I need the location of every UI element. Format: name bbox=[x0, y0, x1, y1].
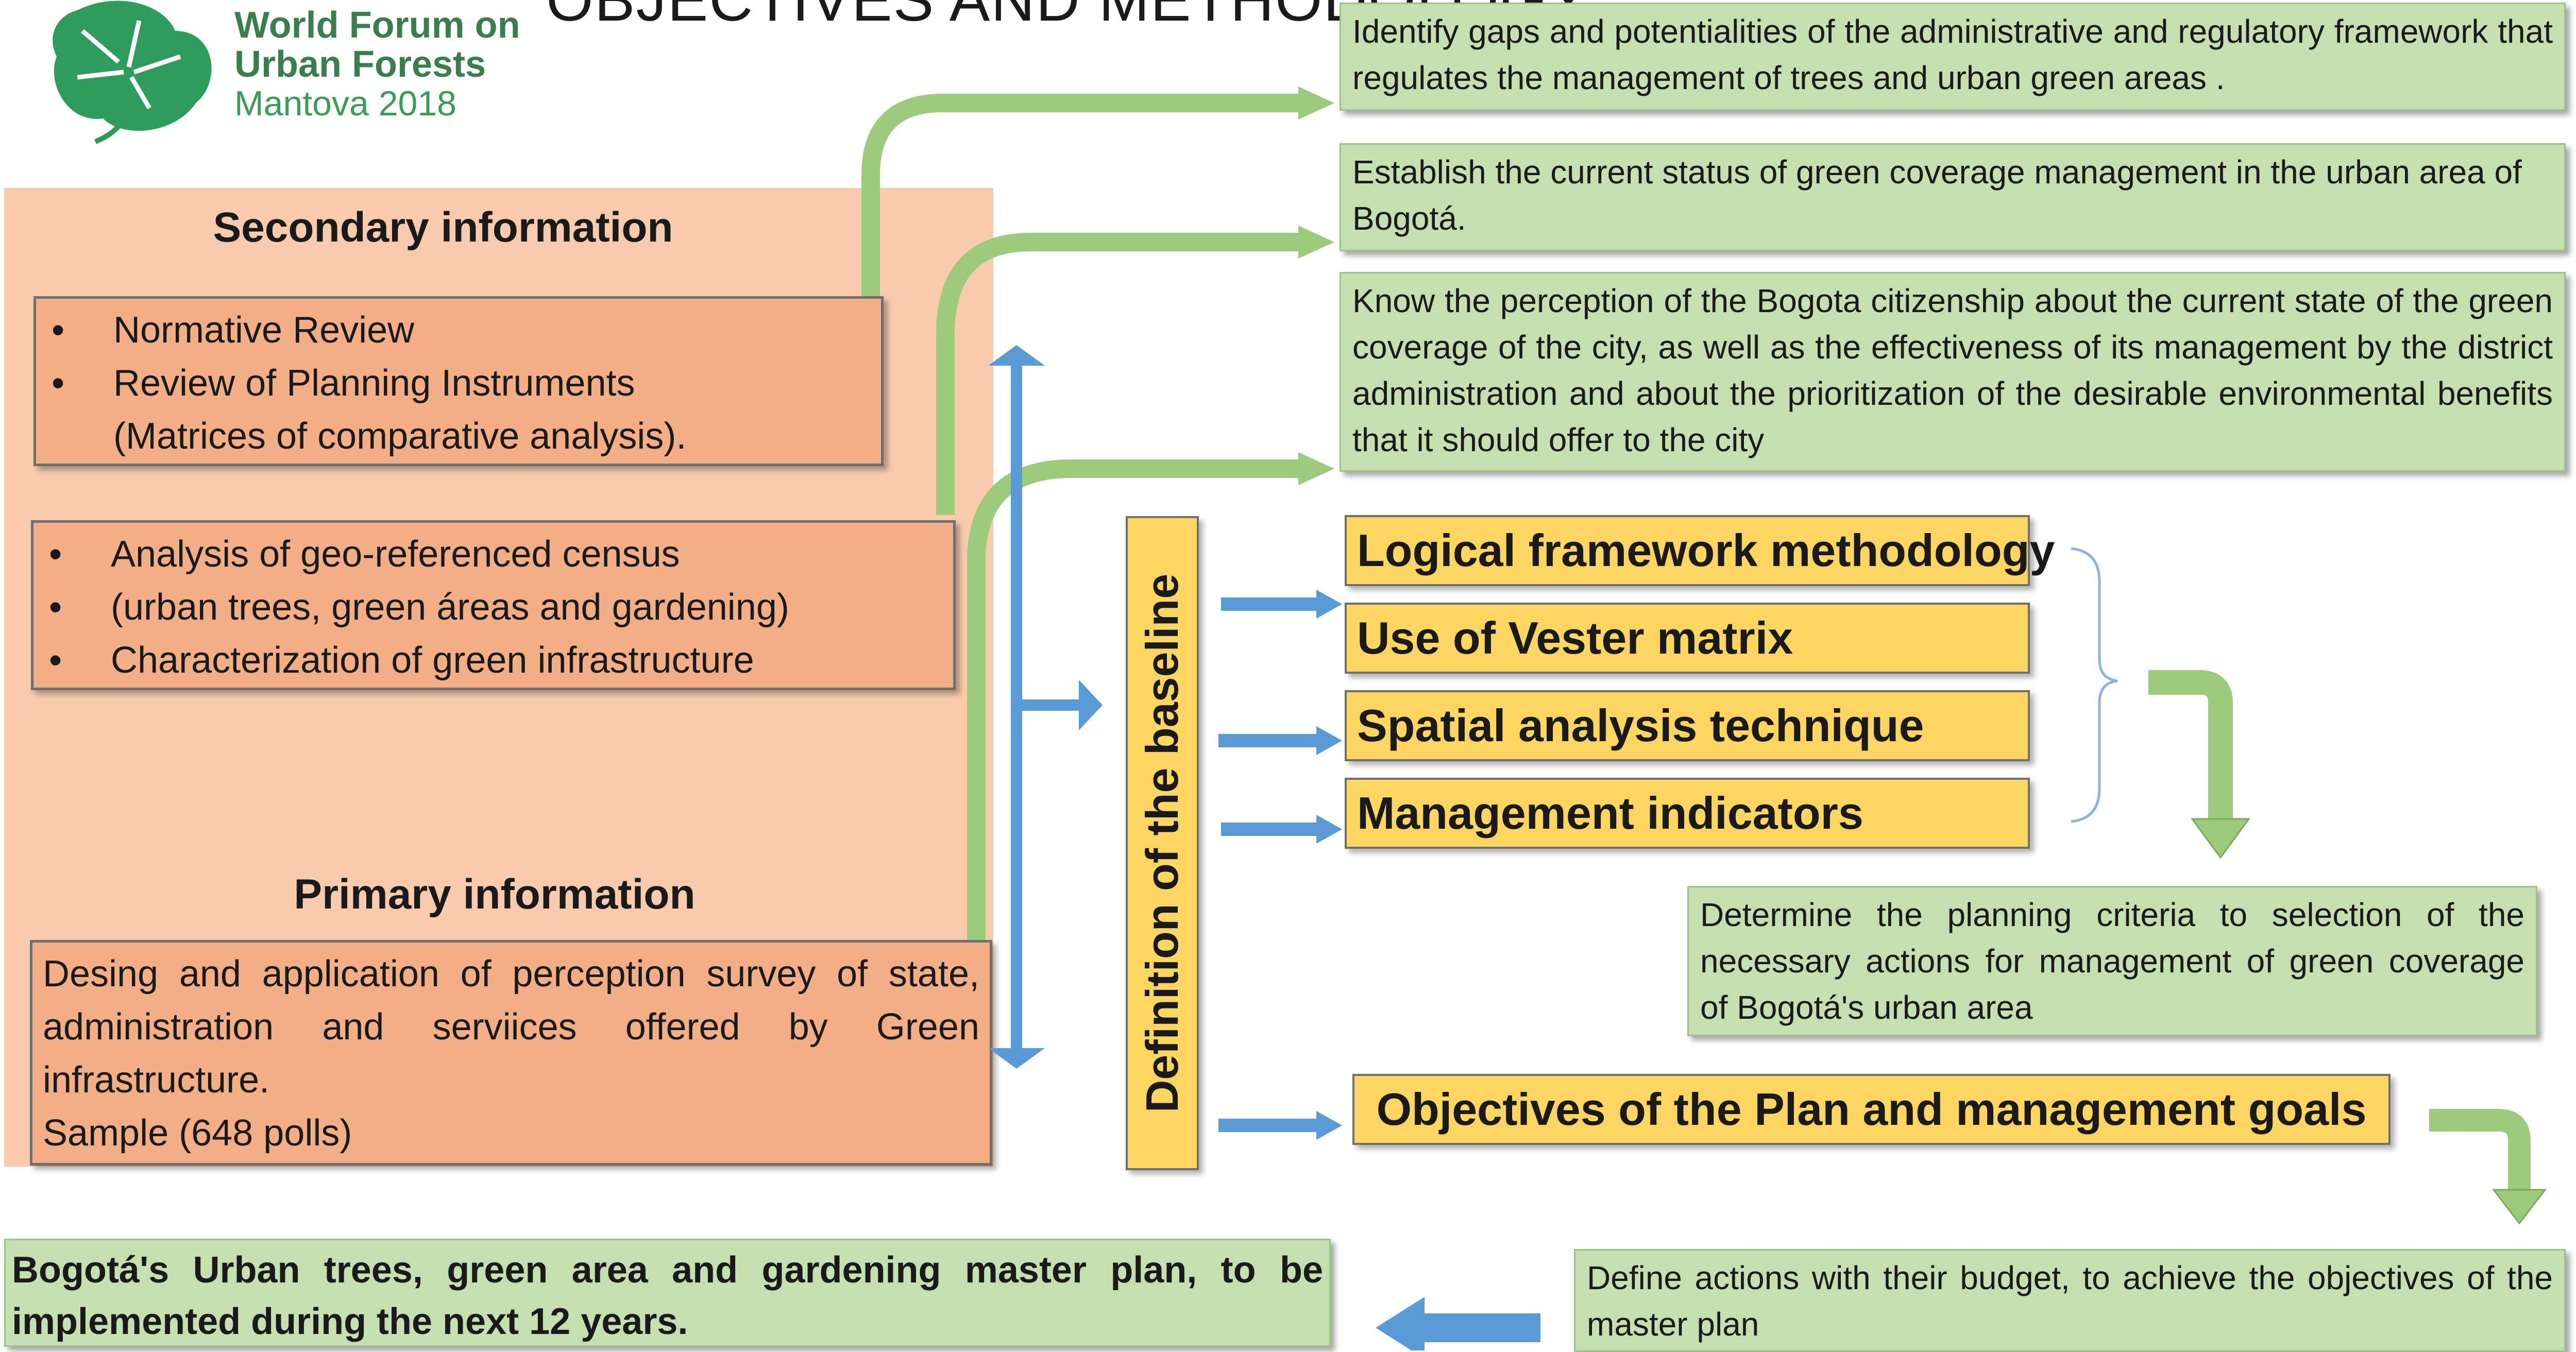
arrow-to-planning-criteria bbox=[2148, 670, 2233, 819]
logo-line-2: Urban Forests bbox=[234, 44, 486, 85]
objective-box-2: Establish the current status of green co… bbox=[1340, 143, 2566, 251]
define-actions-box: Define actions with their budget, to ach… bbox=[1574, 1249, 2566, 1352]
arrow-to-define-actions bbox=[2429, 1109, 2531, 1190]
master-plan-box: Bogotá's Urban trees, green area and gar… bbox=[4, 1239, 1331, 1347]
arrow-to-method-3 bbox=[1316, 726, 1342, 755]
primary-info-title: Primary information bbox=[294, 871, 696, 918]
arrow-head-3 bbox=[1298, 452, 1334, 485]
survey-description: Desing and application of perception sur… bbox=[43, 953, 979, 1101]
logo-line-3: Mantova 2018 bbox=[234, 84, 456, 123]
arrow-to-objective-1 bbox=[861, 94, 1298, 296]
objective-box-1: Identify gaps and potentialities of the … bbox=[1340, 3, 2566, 111]
arrow-to-baseline bbox=[1079, 680, 1103, 730]
baseline-box: Definition of the baseline bbox=[1126, 516, 1199, 1170]
secondary-info-title: Secondary information bbox=[213, 204, 673, 251]
arrow-to-master-plan bbox=[1425, 1313, 1540, 1342]
list-item: Review of Planning Instruments bbox=[46, 357, 871, 410]
secondary-info-box: Normative Review Review of Planning Inst… bbox=[33, 296, 884, 466]
list-item: (Matrices of comparative analysis). bbox=[113, 416, 687, 457]
plan-objectives-label: Objectives of the Plan and management go… bbox=[1376, 1084, 2367, 1135]
method-management-indicators: Management indicators bbox=[1345, 778, 2030, 849]
list-item: Analysis of geo-referenced census bbox=[44, 528, 943, 581]
leaf-logo-icon bbox=[53, 1, 212, 144]
arrow-to-method-4 bbox=[1316, 815, 1342, 844]
census-analysis-box: Analysis of geo-referenced census (urban… bbox=[31, 520, 956, 690]
arrow-to-plan-objectives bbox=[1316, 1111, 1342, 1140]
logo-line-1: World Forum on bbox=[234, 5, 520, 46]
baseline-label: Definition of the baseline bbox=[1137, 573, 1188, 1113]
arrow-head-2 bbox=[1298, 226, 1334, 259]
arrow-head-1 bbox=[1298, 87, 1334, 119]
list-item: Characterization of green infrastructure bbox=[44, 634, 943, 687]
method-vester-matrix: Use of Vester matrix bbox=[1345, 603, 2030, 674]
objective-box-3: Know the perception of the Bogota citize… bbox=[1340, 272, 2566, 472]
primary-info-box: Desing and application of perception sur… bbox=[30, 940, 992, 1166]
list-item: Normative Review bbox=[46, 304, 871, 357]
arrow-to-objective-3 bbox=[967, 459, 1298, 940]
plan-objectives-box: Objectives of the Plan and management go… bbox=[1352, 1074, 2391, 1145]
planning-criteria-box: Determine the planning criteria to selec… bbox=[1687, 886, 2537, 1036]
logo: World Forum on Urban Forests Mantova 201… bbox=[46, 0, 562, 149]
methods-brace bbox=[2071, 547, 2118, 823]
method-logical-framework: Logical framework methodology bbox=[1345, 515, 2055, 586]
vertical-double-arrow bbox=[1011, 366, 1022, 1051]
arrow-to-method-1 bbox=[1316, 590, 1342, 619]
method-spatial-analysis: Spatial analysis technique bbox=[1345, 690, 2030, 761]
list-item: (urban trees, green áreas and gardening) bbox=[44, 581, 943, 634]
sample-size: Sample (648 polls) bbox=[43, 1113, 352, 1154]
arrow-to-objective-2 bbox=[936, 233, 1298, 515]
